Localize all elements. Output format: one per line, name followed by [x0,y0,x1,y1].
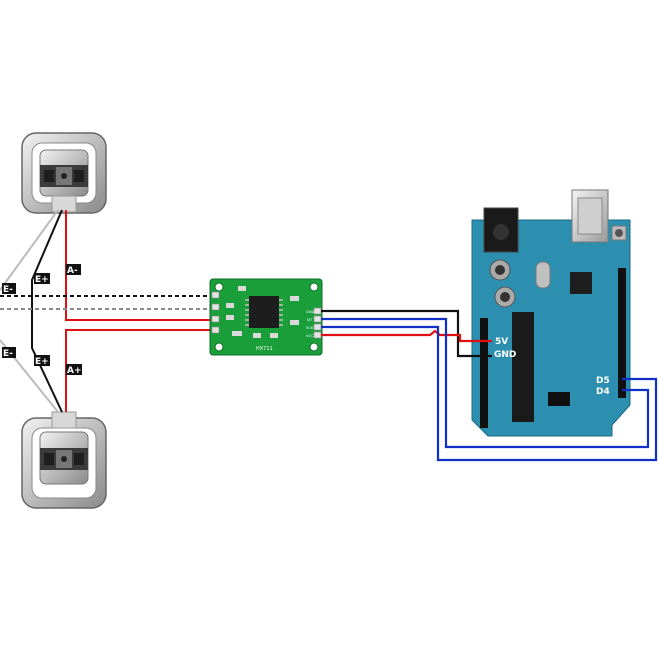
arduino-pin-5v-label: 5V [495,337,508,347]
arduino-wires [321,309,658,462]
hx711-board: GND DT SCK VCC HX711 [209,278,323,356]
arduino-pin-d4-label: D4 [596,387,610,397]
label-e-plus-bottom: E+ [35,357,49,367]
hx711-pin-sck: SCK [306,325,314,330]
label-a-plus: A+ [67,366,82,376]
dashed-lines [0,295,215,310]
load-cell-label-group: E- E+ A- E- E+ A+ [2,264,82,376]
hx711-pin-vcc: VCC [306,333,314,338]
hx711-pin-gnd: GND [306,309,315,314]
arduino-pin-d5-label: D5 [596,376,610,386]
arduino-pin-gnd-label: GND [494,350,516,360]
load-cell-wires [0,209,215,413]
label-a-minus: A- [67,266,78,276]
label-e-minus-top: E- [3,285,13,295]
arduino-board: 5V GND D5 D4 [471,189,631,437]
label-e-minus-bottom: E- [3,349,13,359]
label-e-plus-top: E+ [35,275,49,285]
hx711-pin-dt: DT [307,317,313,322]
load-cell-bottom [21,411,107,509]
hx711-label: HX711 [256,346,273,352]
load-cell-top [21,132,107,214]
